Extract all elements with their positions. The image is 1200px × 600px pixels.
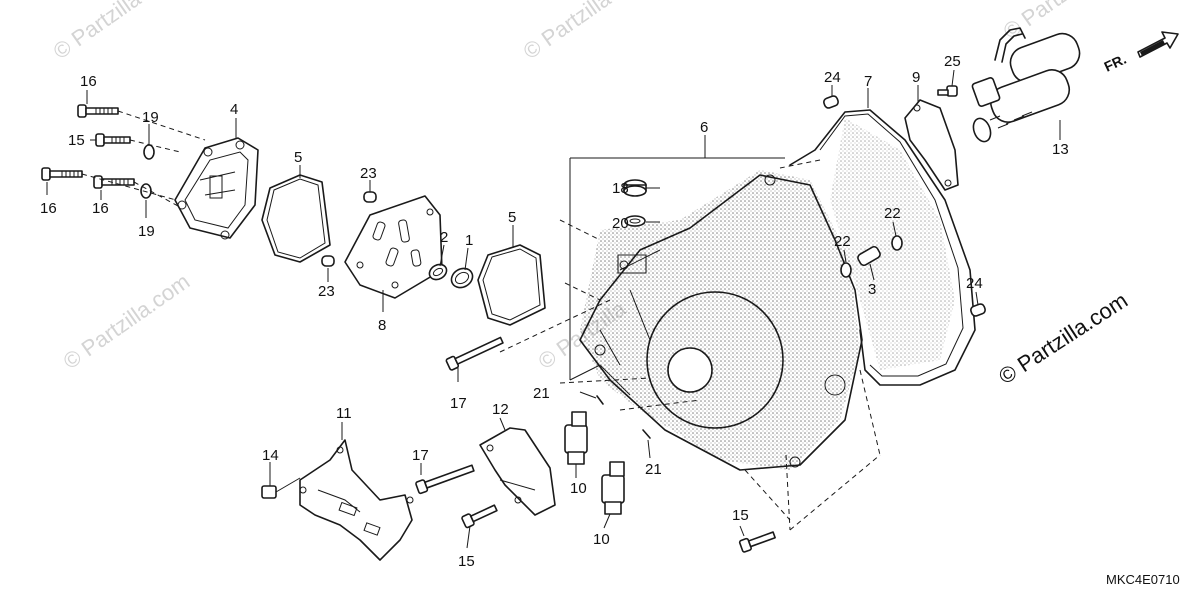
washer-19-top [143,144,155,160]
part-5-gasket-left [261,174,331,263]
part-2-seal [428,263,448,281]
watermark-text: © Partzilla [49,0,146,64]
part-5-gasket-right-inner [482,248,541,321]
callout-25: 25 [944,53,961,70]
bolt-16-lower-left [41,167,83,181]
callout-6: 6 [700,119,708,136]
part-13-valve-assembly [971,27,1081,143]
callout-15: 15 [68,132,85,149]
callout-labels: 16 4 19 15 16 16 19 5 23 23 8 2 1 5 6 18… [40,53,1069,570]
part-2-seal-inner [432,267,444,277]
callout-20: 20 [612,215,629,232]
callout-10: 10 [570,480,587,497]
callout-9: 9 [912,69,920,86]
callout-16: 16 [92,200,109,217]
callout-2: 2 [440,229,448,246]
callout-16: 16 [40,200,57,217]
part-12-bracket [479,427,556,516]
callout-22: 22 [834,233,851,250]
callout-5: 5 [508,209,516,226]
callout-21: 21 [533,385,550,402]
part-25-bolt [937,85,958,97]
part-23-pin-lower [321,255,335,267]
callout-23: 23 [318,283,335,300]
callout-24: 24 [966,275,983,292]
callout-4: 4 [230,101,238,118]
callout-11: 11 [336,405,352,422]
part-1-o-ring [450,267,474,289]
part-15-bolt-lower-right [738,531,776,553]
part-3-dowel [857,245,881,267]
watermark-text: © Partzilla.com [59,269,195,375]
copyright-watermark: © Partzilla.com [994,287,1132,389]
part-5-gasket-left-inner [266,178,326,259]
front-direction-arrow: FR. [1102,31,1179,75]
callout-23: 23 [360,165,377,182]
callout-7: 7 [864,73,872,90]
callout-13: 13 [1052,141,1069,158]
part-14-bolt [261,477,301,499]
part-9-bracket-hole [944,179,952,187]
part-21-pin-lower [642,429,651,439]
part-24-pin-top [823,95,839,109]
callout-5: 5 [294,149,302,166]
part-17-bolt-lower [415,464,475,495]
part-6-generator-cover [579,170,863,471]
part-8-plate [344,195,443,299]
bolt-16-lower-right [93,175,135,189]
bolt-16-top [77,104,119,118]
callout-1: 1 [465,232,473,249]
callout-16: 16 [80,73,97,90]
part-7-gasket [789,109,976,386]
front-label: FR. [1102,51,1129,75]
part-4-cover [174,137,259,240]
leader-lines [46,69,1061,549]
part-20-o-ring [624,215,646,227]
part-15-bolt-lower-left [461,504,498,529]
part-1-o-ring-inner [454,271,470,285]
callout-22: 22 [884,205,901,222]
part-17-bolt-upper [445,336,504,371]
part-20-o-ring-inner [629,218,641,224]
part-22-seal-left [840,262,852,278]
callout-18: 18 [612,180,629,197]
callout-24: 24 [824,69,841,86]
callout-19: 19 [138,223,155,240]
diagram-code: MKC4E0710 [1106,572,1180,587]
callout-15: 15 [732,507,749,524]
callout-17: 17 [450,395,467,412]
callout-21: 21 [645,461,662,478]
watermark-text: © Partzilla [519,0,616,64]
part-10-sensor-lower [601,461,625,515]
assembly-lines [499,159,881,531]
part-9-bracket-hole [913,104,921,112]
bolt-15-top [95,133,131,147]
callout-19: 19 [142,109,159,126]
part-22-seal-right [891,235,903,251]
callout-10: 10 [593,531,610,548]
part-24-pin-right [970,303,986,317]
part-9-bracket [904,99,959,191]
callout-14: 14 [262,447,279,464]
callout-12: 12 [492,401,509,418]
callout-17: 17 [412,447,429,464]
part-6-leader-box [569,157,785,396]
callout-15: 15 [458,553,475,570]
part-11-bracket [299,439,414,561]
part-5-gasket-right [477,244,546,326]
callout-8: 8 [378,317,386,334]
part-21-pin-upper [596,395,604,405]
bolts-group-left [41,104,206,207]
callout-3: 3 [868,281,876,298]
part-10-sensor-upper [564,411,588,465]
part-23-pin-upper [363,191,377,203]
